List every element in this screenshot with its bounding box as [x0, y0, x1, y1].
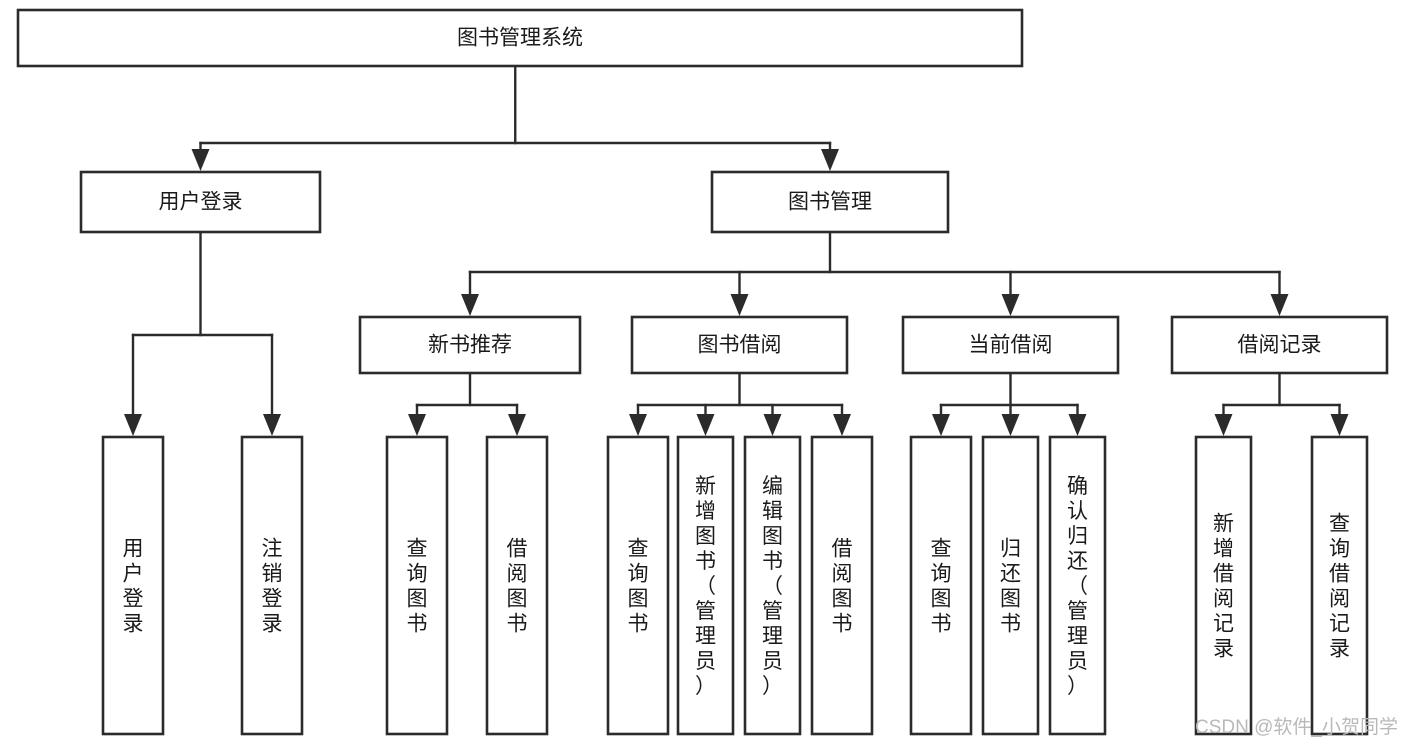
- node-current-borrow[interactable]: 当前借阅: [901, 315, 1120, 375]
- node-leaf-edit-book-admin[interactable]: 编辑图书（管理员）: [743, 435, 802, 736]
- node-box-root[interactable]: [16, 8, 1024, 68]
- arrow-head-icon: [408, 414, 426, 436]
- node-box-leaf-edit-book-admin[interactable]: [743, 435, 802, 736]
- node-leaf-return-book[interactable]: 归还图书: [981, 435, 1040, 736]
- node-box-leaf-user-logout[interactable]: [240, 435, 304, 736]
- node-box-user-login[interactable]: [79, 170, 322, 234]
- node-label-root: 图书管理系统: [457, 27, 583, 50]
- arrow-head-icon: [1270, 294, 1289, 316]
- arrow-head-icon: [696, 414, 715, 436]
- arrow-head-icon: [461, 294, 479, 316]
- node-book-manage[interactable]: 图书管理: [710, 170, 950, 234]
- node-leaf-query-book-current[interactable]: 查询图书: [909, 435, 973, 736]
- node-box-leaf-add-book-admin[interactable]: [676, 435, 735, 736]
- node-box-leaf-query-book-current[interactable]: [909, 435, 973, 736]
- node-label-leaf-user-login: 用户登录: [123, 538, 144, 636]
- node-leaf-query-book-recommend[interactable]: 查询图书: [385, 435, 449, 736]
- node-label-leaf-confirm-return-admin: 确认归还（管理员）: [1067, 475, 1088, 698]
- node-box-leaf-borrow-book[interactable]: [810, 435, 874, 736]
- node-user-login[interactable]: 用户登录: [79, 170, 322, 234]
- node-box-book-manage[interactable]: [710, 170, 950, 234]
- arrow-head-icon: [1001, 414, 1020, 436]
- node-leaf-confirm-return-admin[interactable]: 确认归还（管理员）: [1048, 435, 1107, 736]
- node-box-leaf-user-login[interactable]: [101, 435, 165, 736]
- nodes-layer: 图书管理系统用户登录图书管理新书推荐图书借阅当前借阅借阅记录用户登录注销登录查询…: [16, 8, 1389, 736]
- node-label-current-borrow: 当前借阅: [969, 334, 1053, 357]
- node-label-leaf-user-logout: 注销登录: [262, 538, 283, 636]
- node-label-borrow-record: 借阅记录: [1238, 334, 1322, 357]
- node-borrow-record[interactable]: 借阅记录: [1170, 315, 1389, 375]
- arrow-head-icon: [1330, 414, 1349, 436]
- arrow-head-icon: [124, 414, 142, 436]
- node-box-leaf-borrow-book-recommend[interactable]: [485, 435, 549, 736]
- node-leaf-query-borrow-record[interactable]: 查询借阅记录: [1310, 435, 1369, 736]
- node-label-leaf-return-book: 归还图书: [1000, 538, 1021, 636]
- node-book-borrow[interactable]: 图书借阅: [630, 315, 849, 375]
- node-new-book-recommend[interactable]: 新书推荐: [358, 315, 582, 375]
- node-label-leaf-add-book-admin: 新增图书（管理员）: [695, 475, 716, 698]
- node-leaf-add-borrow-record[interactable]: 新增借阅记录: [1194, 435, 1253, 736]
- connectors-layer: [124, 64, 1349, 436]
- node-leaf-borrow-book[interactable]: 借阅图书: [810, 435, 874, 736]
- node-leaf-user-logout[interactable]: 注销登录: [240, 435, 304, 736]
- arrow-head-icon: [932, 414, 950, 436]
- node-label-leaf-borrow-book-recommend: 借阅图书: [507, 538, 528, 636]
- node-box-leaf-confirm-return-admin[interactable]: [1048, 435, 1107, 736]
- node-label-leaf-query-book-borrow: 查询图书: [628, 538, 649, 636]
- arrow-head-icon: [1214, 414, 1233, 436]
- node-label-book-manage: 图书管理: [788, 191, 872, 214]
- arrow-head-icon: [629, 414, 647, 436]
- node-box-borrow-record[interactable]: [1170, 315, 1389, 375]
- node-box-current-borrow[interactable]: [901, 315, 1120, 375]
- node-leaf-borrow-book-recommend[interactable]: 借阅图书: [485, 435, 549, 736]
- arrow-head-icon: [1068, 414, 1087, 436]
- node-box-leaf-return-book[interactable]: [981, 435, 1040, 736]
- node-leaf-user-login[interactable]: 用户登录: [101, 435, 165, 736]
- node-leaf-add-book-admin[interactable]: 新增图书（管理员）: [676, 435, 735, 736]
- node-label-user-login: 用户登录: [159, 191, 243, 214]
- arrow-head-icon: [1001, 294, 1020, 316]
- node-box-leaf-query-book-borrow[interactable]: [606, 435, 670, 736]
- node-label-leaf-borrow-book: 借阅图书: [832, 538, 853, 636]
- arrow-head-icon: [821, 149, 839, 171]
- node-box-leaf-query-borrow-record[interactable]: [1310, 435, 1369, 736]
- node-box-book-borrow[interactable]: [630, 315, 849, 375]
- node-root[interactable]: 图书管理系统: [16, 8, 1024, 68]
- node-label-book-borrow: 图书借阅: [698, 334, 782, 357]
- csdn-watermark: CSDN @软件_小贺同学: [1195, 716, 1398, 738]
- arrow-head-icon: [191, 149, 210, 171]
- arrow-head-icon: [763, 414, 782, 436]
- node-label-new-book-recommend: 新书推荐: [428, 334, 512, 357]
- node-label-leaf-query-borrow-record: 查询借阅记录: [1329, 513, 1350, 661]
- node-box-leaf-add-borrow-record[interactable]: [1194, 435, 1253, 736]
- node-leaf-query-book-borrow[interactable]: 查询图书: [606, 435, 670, 736]
- node-label-leaf-query-book-current: 查询图书: [931, 538, 952, 636]
- node-label-leaf-query-book-recommend: 查询图书: [407, 538, 428, 636]
- arrow-head-icon: [263, 414, 281, 436]
- node-box-leaf-query-book-recommend[interactable]: [385, 435, 449, 736]
- arrow-head-icon: [730, 294, 749, 316]
- node-label-leaf-add-borrow-record: 新增借阅记录: [1213, 513, 1234, 661]
- node-label-leaf-edit-book-admin: 编辑图书（管理员）: [762, 475, 783, 698]
- arrow-head-icon: [833, 414, 851, 436]
- node-box-new-book-recommend[interactable]: [358, 315, 582, 375]
- arrow-head-icon: [508, 414, 526, 436]
